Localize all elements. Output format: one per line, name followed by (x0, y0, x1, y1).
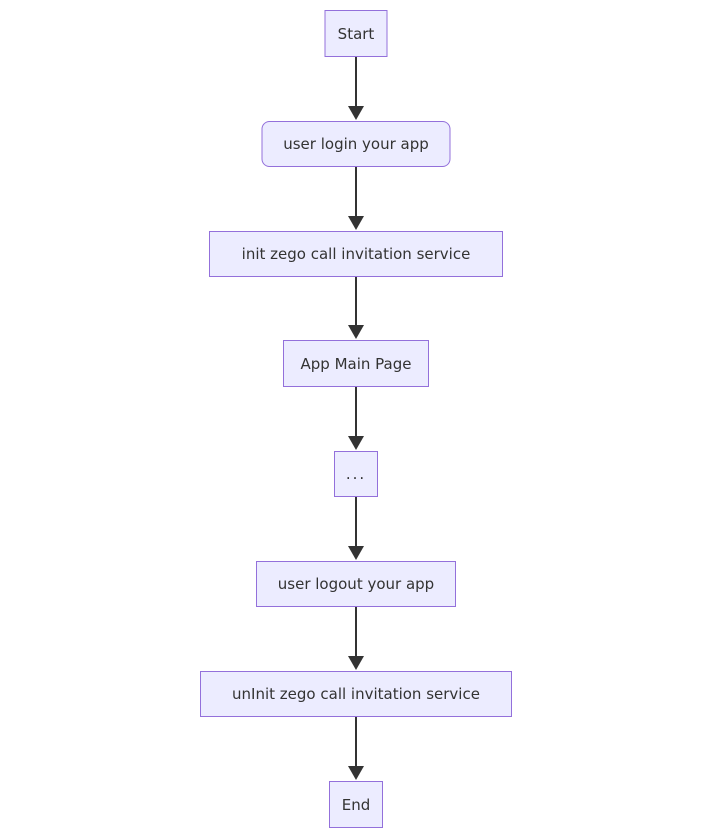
flow-arrow-main-page-to-ellipsis (348, 387, 364, 450)
flow-node-app-main-page: App Main Page (283, 340, 429, 387)
flow-node-user-logout: user logout your app (256, 561, 456, 607)
flow-node-user-login: user login your app (261, 121, 451, 167)
flow-arrow-uninit-to-end (348, 717, 364, 780)
flow-arrow-start-to-login (348, 57, 364, 120)
flow-node-ellipsis: ... (334, 451, 378, 497)
flow-node-end: End (329, 781, 383, 828)
flow-node-start: Start (324, 10, 388, 57)
flow-arrow-login-to-init (348, 167, 364, 230)
flow-node-init-service: init zego call invitation service (209, 231, 503, 277)
flow-arrow-init-to-main-page (348, 277, 364, 339)
flow-arrow-logout-to-uninit (348, 607, 364, 670)
flow-node-uninit-service: unInit zego call invitation service (200, 671, 512, 717)
flow-arrow-ellipsis-to-logout (348, 497, 364, 560)
